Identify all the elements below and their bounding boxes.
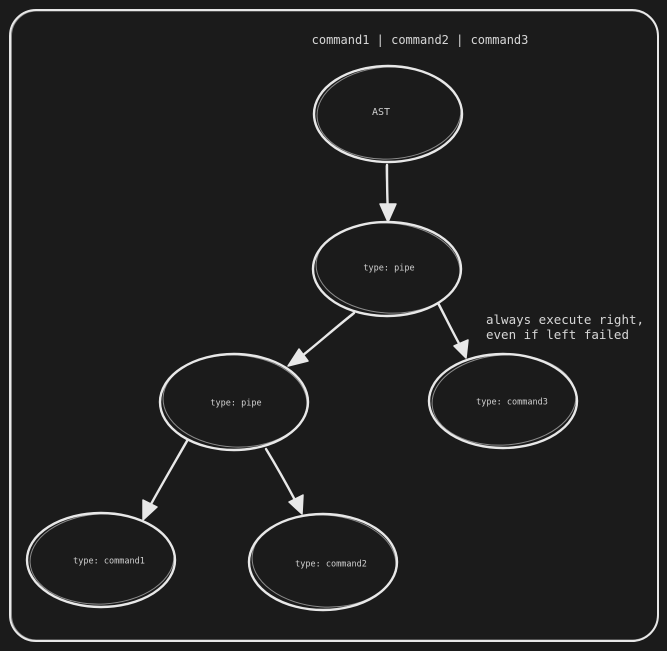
node-command2-label: type: command2 xyxy=(295,560,367,570)
arrowhead xyxy=(142,499,158,521)
node-command1: type: command1 xyxy=(25,511,177,609)
edge-pipe-to-command3 xyxy=(436,301,469,359)
annotation: always execute right, even if left faile… xyxy=(486,312,644,342)
edge-pipe-to-left-pipe xyxy=(287,311,356,367)
header-text: command1 | command2 | command3 xyxy=(312,33,529,47)
arrowhead xyxy=(288,494,304,515)
edges xyxy=(142,163,469,521)
arrowhead xyxy=(453,339,469,359)
node-command2: type: command2 xyxy=(247,512,399,612)
frame xyxy=(9,9,659,642)
node-command3-label: type: command3 xyxy=(476,398,548,408)
arrowhead xyxy=(379,203,397,223)
node-command3: type: command3 xyxy=(427,352,579,450)
node-command1-label: type: command1 xyxy=(73,557,145,567)
arrowhead xyxy=(287,348,309,367)
edge-root-to-pipe xyxy=(379,163,397,223)
node-ast: AST xyxy=(312,64,464,164)
node-pipe-left-label: type: pipe xyxy=(210,399,261,409)
node-pipe-left: type: pipe xyxy=(158,352,310,452)
annotation-line2: even if left failed xyxy=(486,327,629,342)
annotation-line1: always execute right, xyxy=(486,312,644,327)
edge-left-pipe-to-command2 xyxy=(264,447,304,515)
node-pipe-top: type: pipe xyxy=(311,220,463,318)
node-ast-label: AST xyxy=(372,107,390,118)
edge-left-pipe-to-command1 xyxy=(142,439,189,521)
node-pipe-top-label: type: pipe xyxy=(363,264,414,274)
